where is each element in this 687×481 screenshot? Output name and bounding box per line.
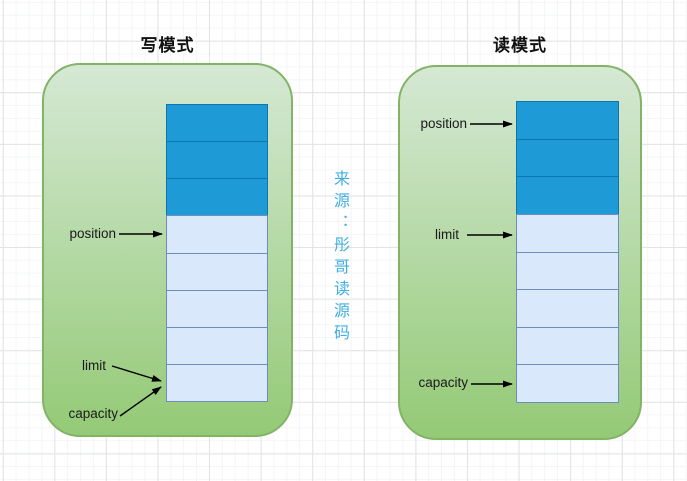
buffer-cell-filled bbox=[166, 178, 268, 217]
read-mode-limit-label: limit bbox=[435, 227, 459, 242]
buffer-cell-empty bbox=[166, 363, 268, 402]
buffer-cell-empty bbox=[166, 326, 268, 365]
buffer-cell-empty bbox=[516, 213, 619, 253]
buffer-cell-filled bbox=[516, 101, 619, 140]
buffer-cell-filled bbox=[516, 176, 619, 215]
write-mode-title: 写模式 bbox=[140, 36, 195, 55]
read-mode-capacity-label: capacity bbox=[418, 375, 468, 390]
source-watermark-text: 来源：彤哥读源码 bbox=[331, 170, 348, 346]
read-mode-title: 读模式 bbox=[493, 36, 547, 55]
buffer-cell-empty bbox=[516, 326, 619, 366]
read-mode-position-label: position bbox=[420, 116, 467, 131]
write-mode-position-label: position bbox=[69, 226, 116, 241]
write-mode-limit-label: limit bbox=[82, 358, 106, 373]
buffer-cell-empty bbox=[516, 364, 619, 403]
buffer-cell-empty bbox=[166, 252, 268, 291]
read-mode-buffer-column bbox=[516, 101, 619, 403]
buffer-cell-filled bbox=[516, 138, 619, 178]
buffer-cell-empty bbox=[516, 289, 619, 328]
buffer-cell-empty bbox=[516, 251, 619, 291]
buffer-cell-empty bbox=[166, 289, 268, 328]
write-mode-buffer-column bbox=[166, 104, 268, 402]
write-mode-capacity-label: capacity bbox=[68, 406, 118, 421]
buffer-cell-filled bbox=[166, 141, 268, 180]
buffer-cell-empty bbox=[166, 215, 268, 254]
buffer-cell-filled bbox=[166, 104, 268, 143]
